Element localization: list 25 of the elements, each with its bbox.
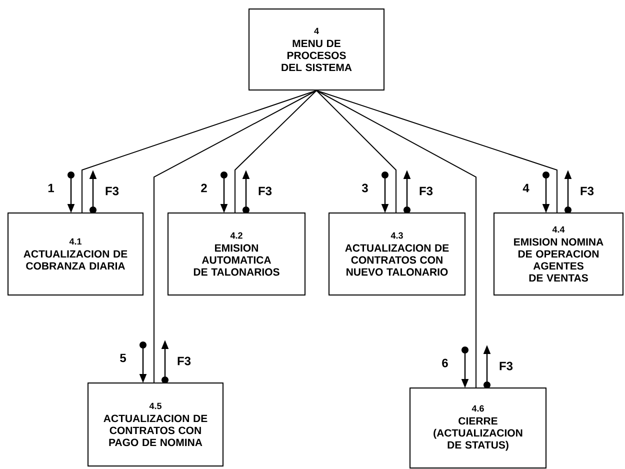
couple-label: F3 — [106, 186, 119, 196]
couple-label: F3 — [500, 362, 513, 370]
couple-number: 2 — [201, 184, 207, 192]
process-box: 4.4 EMISION NOMINA DE OPERACION AGENTES DE VENTAS — [494, 212, 624, 296]
connector-line — [154, 90, 317, 383]
couple-label: F3 — [420, 186, 433, 196]
connector-line — [316, 90, 558, 213]
couple-label: F3 — [258, 186, 272, 196]
process-box: 4.2 EMISION AUTOMATICA DE TALONARIOS — [168, 212, 306, 296]
process-box: 4.1 ACTUALIZACION DE COBRANZA DIARIA — [8, 212, 144, 296]
process-box: 4.5 ACTUALIZACION DE CONTRATOS CON PAGO DE NOMINA — [88, 382, 224, 466]
couple-label: F3 — [580, 186, 594, 196]
menu-box: 4 MENU DE PROCESOS DEL SISTEMA — [248, 8, 384, 90]
couple-number: 6 — [442, 358, 448, 368]
couple-number: 1 — [48, 184, 54, 192]
connector-line — [82, 90, 317, 213]
process-box: 4.6 CIERRE (ACTUALIZACION DE STATUS) — [410, 388, 546, 468]
couple-number: 4 — [522, 184, 530, 192]
connector-line — [316, 90, 396, 213]
couple-number: 5 — [120, 354, 126, 362]
couple-number: 3 — [362, 184, 368, 192]
couple-label: F3 — [178, 356, 191, 366]
connector-line — [316, 90, 476, 388]
connector-line — [234, 90, 317, 213]
process-box: 4.3 ACTUALIZACION DE CONTRATOS CON NUEVO TALONARIO — [328, 212, 466, 296]
